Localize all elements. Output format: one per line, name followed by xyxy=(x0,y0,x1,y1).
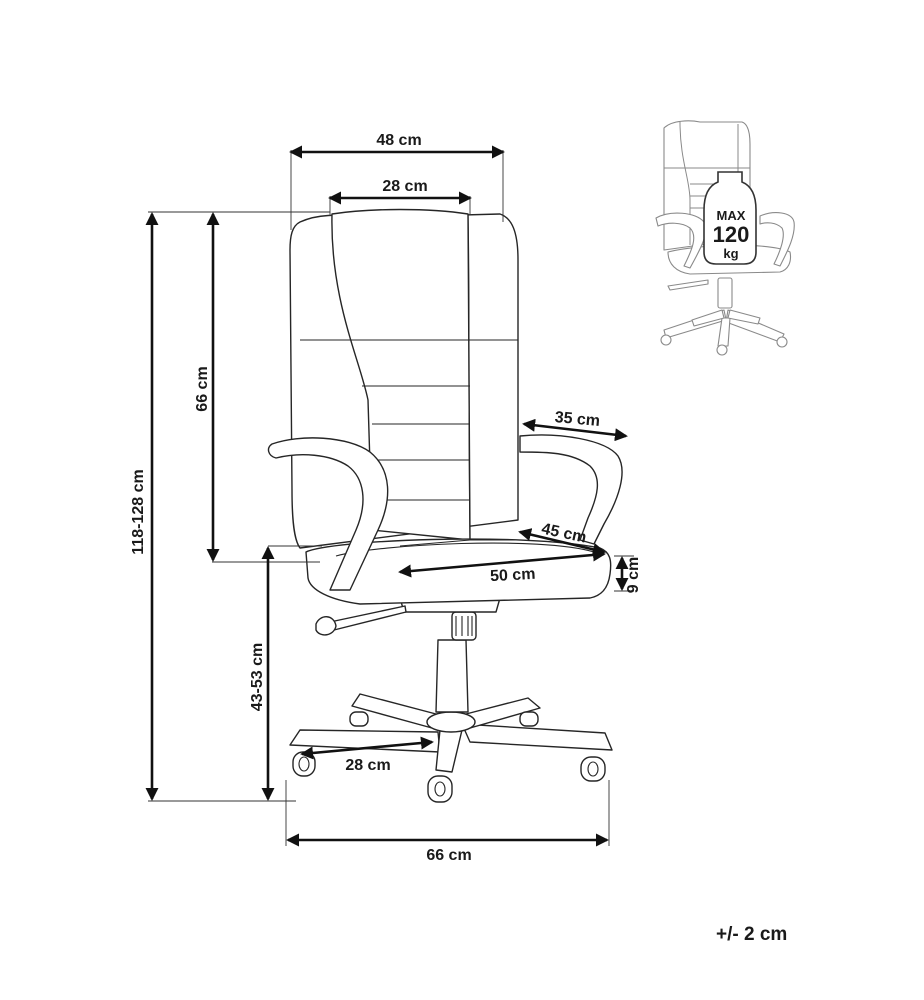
height-lever xyxy=(329,605,407,631)
label-base-width: 66 cm xyxy=(426,847,471,864)
label-leg-length: 28 cm xyxy=(345,757,390,774)
caster-back-left xyxy=(349,711,369,727)
base-leg-front xyxy=(435,729,463,773)
label-backrest-height: 66 cm xyxy=(194,366,211,411)
base-hub xyxy=(426,711,476,733)
caster-right xyxy=(580,756,606,782)
arrow-armrest-length xyxy=(522,418,628,442)
gas-cylinder xyxy=(435,639,469,713)
base-leg-right xyxy=(461,723,613,751)
label-overall-width: 48 cm xyxy=(376,132,421,149)
armrest-left xyxy=(267,437,389,591)
badge-weight: 120 xyxy=(713,222,750,247)
caster-back-right xyxy=(519,711,539,727)
badge-max: MAX xyxy=(717,208,746,223)
chair-illustration xyxy=(267,208,623,803)
arrow-seat-width xyxy=(398,548,606,578)
label-seat-width: 50 cm xyxy=(490,566,536,585)
caster-front xyxy=(427,775,453,803)
label-total-height: 118-128 cm xyxy=(130,469,147,554)
label-seat-thickness: 9 cm xyxy=(625,557,642,593)
dimension-arrows xyxy=(145,145,629,847)
label-armrest-length: 35 cm xyxy=(554,409,601,430)
tolerance-note: +/- 2 cm xyxy=(716,924,788,945)
weight-badge xyxy=(703,171,757,265)
label-seat-height: 43-53 cm xyxy=(249,643,266,712)
label-backrest-width: 28 cm xyxy=(382,178,427,195)
caster-left xyxy=(292,751,316,777)
arrow-leg-length xyxy=(300,736,434,760)
capacity-inset: MAX 120 kg xyxy=(655,120,795,356)
badge-unit: kg xyxy=(723,246,738,261)
